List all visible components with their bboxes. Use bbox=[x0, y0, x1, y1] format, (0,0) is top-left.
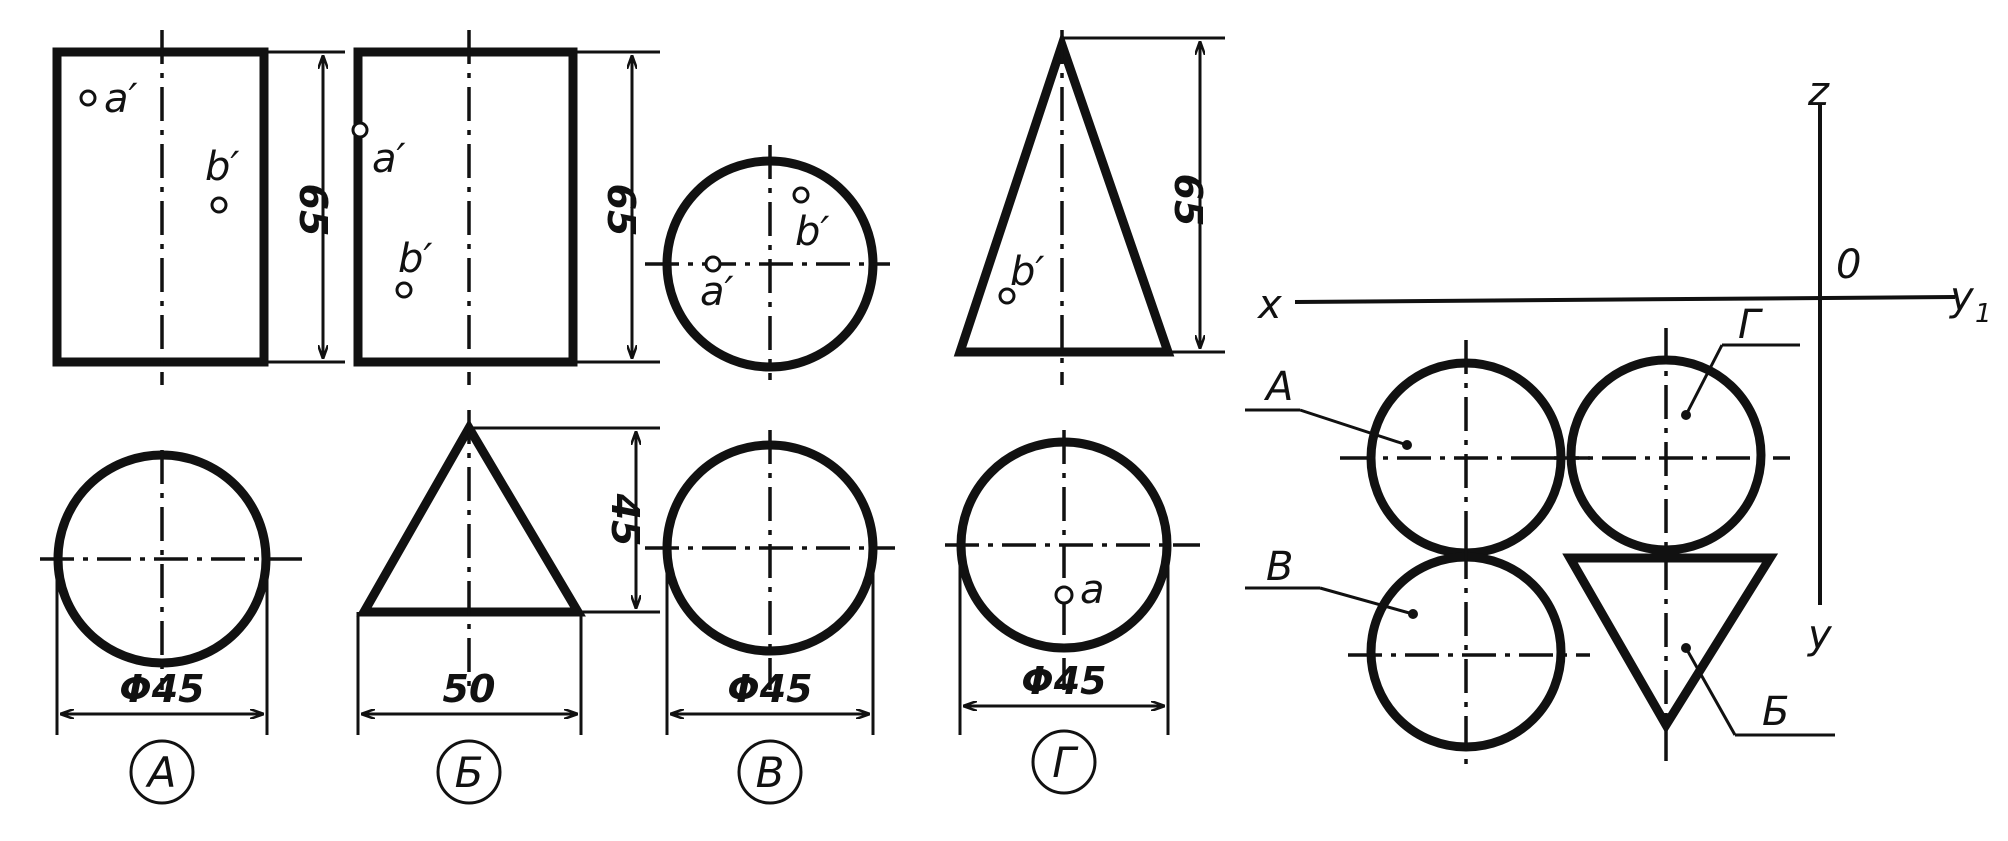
axis-z-label: z bbox=[1807, 69, 1830, 115]
proj-leader-a-2 bbox=[1299, 408, 1408, 447]
figure-b-dim-width: 50 bbox=[443, 667, 496, 711]
figure-g-label-a: a bbox=[1080, 567, 1105, 613]
projection-panel: x z y y 1 0 А Г В Б bbox=[1245, 69, 1992, 770]
axis-y1-subscript: 1 bbox=[1975, 299, 1992, 329]
axis-y-label: y bbox=[1807, 612, 1833, 658]
proj-triangle-b bbox=[1562, 553, 1779, 734]
proj-leader-b bbox=[1684, 647, 1737, 736]
figure-b-caption-circle bbox=[436, 739, 502, 805]
figure-g-caption: Г bbox=[1052, 738, 1079, 787]
figure-b: a′ b′ 65 45 50 Б bbox=[351, 30, 660, 805]
proj-label-v: В bbox=[1266, 544, 1293, 590]
figure-a-caption-circle bbox=[129, 739, 195, 805]
proj-leader-v-2 bbox=[1319, 586, 1414, 616]
figure-b-point-b bbox=[395, 281, 413, 299]
figure-v-label-b: b′ bbox=[795, 209, 829, 255]
figure-g: b′ 65 a Φ45 Г bbox=[945, 30, 1225, 795]
figure-g-dim-height: 65 bbox=[1166, 174, 1210, 227]
figure-v-caption: В bbox=[756, 748, 785, 797]
figure-b-label-b: b′ bbox=[398, 236, 432, 282]
proj-leader-g bbox=[1684, 344, 1724, 416]
figure-v-dim-diameter: Φ45 bbox=[727, 667, 812, 711]
figure-g-point-b bbox=[998, 287, 1016, 305]
figure-g-dim-diameter: Φ45 bbox=[1021, 659, 1106, 703]
figure-a-label-a: a′ bbox=[104, 76, 138, 122]
figure-b-point-a bbox=[351, 121, 369, 139]
figure-g-front-triangle bbox=[953, 30, 1175, 357]
figure-b-dim-triangle-height: 45 bbox=[603, 493, 647, 547]
figure-a-point-b bbox=[210, 196, 228, 214]
figure-g-caption-circle bbox=[1031, 729, 1097, 795]
proj-label-g: Г bbox=[1738, 302, 1763, 348]
figure-v-label-a: a′ bbox=[700, 269, 734, 315]
proj-label-a: А bbox=[1263, 364, 1293, 410]
figure-b-dim-height: 65 bbox=[599, 184, 643, 237]
figure-b-caption: Б bbox=[455, 748, 484, 797]
figure-b-label-a: a′ bbox=[372, 136, 406, 182]
figure-v: a′ b′ Φ45 В bbox=[645, 145, 895, 805]
figure-v-caption-circle bbox=[737, 739, 803, 805]
figure-v-point-b bbox=[792, 186, 810, 204]
figure-b-front-rect bbox=[353, 47, 578, 367]
figure-b-triangle bbox=[356, 419, 586, 617]
figure-a-label-b: b′ bbox=[205, 144, 239, 190]
axis-x-label: x bbox=[1256, 282, 1282, 328]
figure-a-point-a bbox=[79, 89, 97, 107]
proj-label-b: Б bbox=[1762, 689, 1789, 735]
figure-v-point-a bbox=[704, 255, 722, 273]
figure-g-label-b: b′ bbox=[1010, 249, 1044, 295]
figure-a-caption: А bbox=[145, 748, 177, 797]
figure-a-dim-diameter: Φ45 bbox=[119, 667, 204, 711]
figure-a-dim-height: 65 bbox=[291, 184, 335, 237]
figure-a: a′ b′ 65 Φ45 А bbox=[40, 30, 345, 805]
figure-g-point-a bbox=[1054, 585, 1074, 605]
axis-x-line bbox=[1294, 295, 1956, 304]
axis-y1-label: y bbox=[1949, 274, 1975, 320]
origin-label: 0 bbox=[1836, 242, 1861, 288]
